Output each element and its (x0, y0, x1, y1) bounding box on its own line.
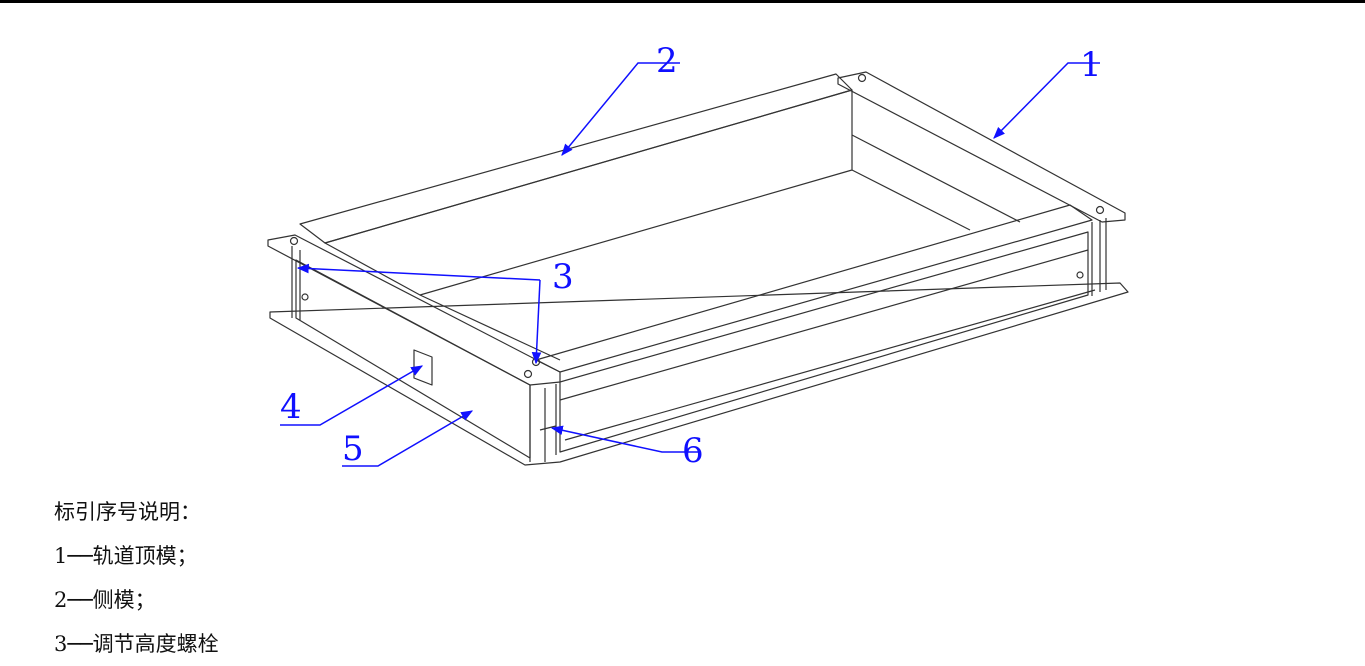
callout-1: 1 (1080, 45, 1102, 85)
leader-1 (993, 62, 1100, 139)
base-plate (269, 282, 1129, 466)
leader-2 (561, 62, 680, 156)
back-side-mold-face (324, 89, 853, 296)
callout-3: 3 (552, 257, 574, 297)
legend-title: 标引序号说明： (54, 500, 201, 524)
leader-3b (531, 279, 542, 365)
callout-numbers: 1 2 3 4 5 6 (280, 41, 1102, 471)
leader-5 (342, 410, 474, 467)
leader-6 (550, 425, 700, 453)
front-side-mold-top (535, 204, 1093, 373)
left-end-face (295, 259, 531, 459)
callout-5: 5 (342, 429, 364, 469)
front-channel-post (529, 384, 557, 462)
legend-item-1: 1──轨道顶模； (54, 544, 198, 568)
leader-4 (280, 365, 424, 426)
mold-assembly-drawing: 1 2 3 4 5 6 (267, 41, 1129, 471)
left-channel-post (291, 246, 301, 320)
top-border (0, 0, 1365, 3)
bolt (523, 369, 533, 379)
mold-body (267, 71, 1129, 466)
legend-item-2: 2──侧模； (54, 588, 156, 612)
legend-item-3: 3──调节高度螺栓 (54, 632, 219, 656)
bolt (301, 293, 309, 301)
leader-3a (296, 263, 541, 281)
bolt (289, 236, 299, 246)
callout-4: 4 (280, 387, 302, 427)
side-bracket (413, 349, 433, 386)
bolt (857, 73, 867, 83)
callout-2: 2 (656, 41, 678, 81)
right-top-flange (837, 71, 1126, 223)
bolt (1076, 271, 1084, 279)
back-side-mold-top (299, 73, 853, 244)
right-channel-post (1091, 218, 1107, 296)
callout-leaders (280, 62, 1100, 467)
reference-legend: 标引序号说明： 1──轨道顶模； 2──侧模； 3──调节高度螺栓 (54, 490, 1254, 666)
callout-6: 6 (682, 431, 704, 471)
bolt (1095, 205, 1105, 215)
